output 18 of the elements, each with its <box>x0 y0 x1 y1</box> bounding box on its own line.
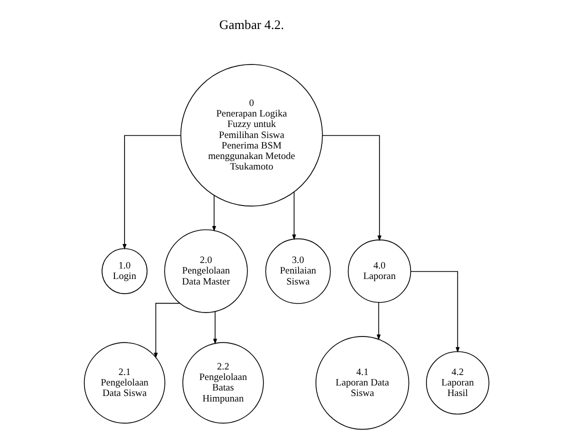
arrow <box>212 195 216 232</box>
arrow <box>212 311 217 344</box>
node-circle: 4.2 Laporan Hasil <box>426 351 489 415</box>
arrow <box>376 302 380 340</box>
arrow <box>322 135 381 242</box>
node-circle: 3.0 Penilaian Siswa <box>264 238 330 304</box>
arrow <box>122 135 181 250</box>
arrow <box>410 271 460 353</box>
node-circle: 4.0 Laporan <box>347 240 411 303</box>
node-circle: 1.0 Login <box>101 248 147 294</box>
label: Gambar 4.2. <box>218 17 284 32</box>
node-circle: 2.0 Pengelolaan Data Master <box>164 229 248 313</box>
node-circle: 2.1 Pengelolaan Data Siswa <box>83 342 165 424</box>
arrow <box>153 302 180 358</box>
arrow <box>292 192 296 240</box>
node-circle: 4.1 Laporan Data Siswa <box>315 336 409 430</box>
node-circle: 0 Penerapan Logika Fuzzy untuk Pemilihan Siswa Penerima BSM menggunakan Metode Tsukamoto <box>180 64 322 206</box>
node-circle: 2.2 Pengelolaan Batas Himpunan <box>182 342 264 424</box>
